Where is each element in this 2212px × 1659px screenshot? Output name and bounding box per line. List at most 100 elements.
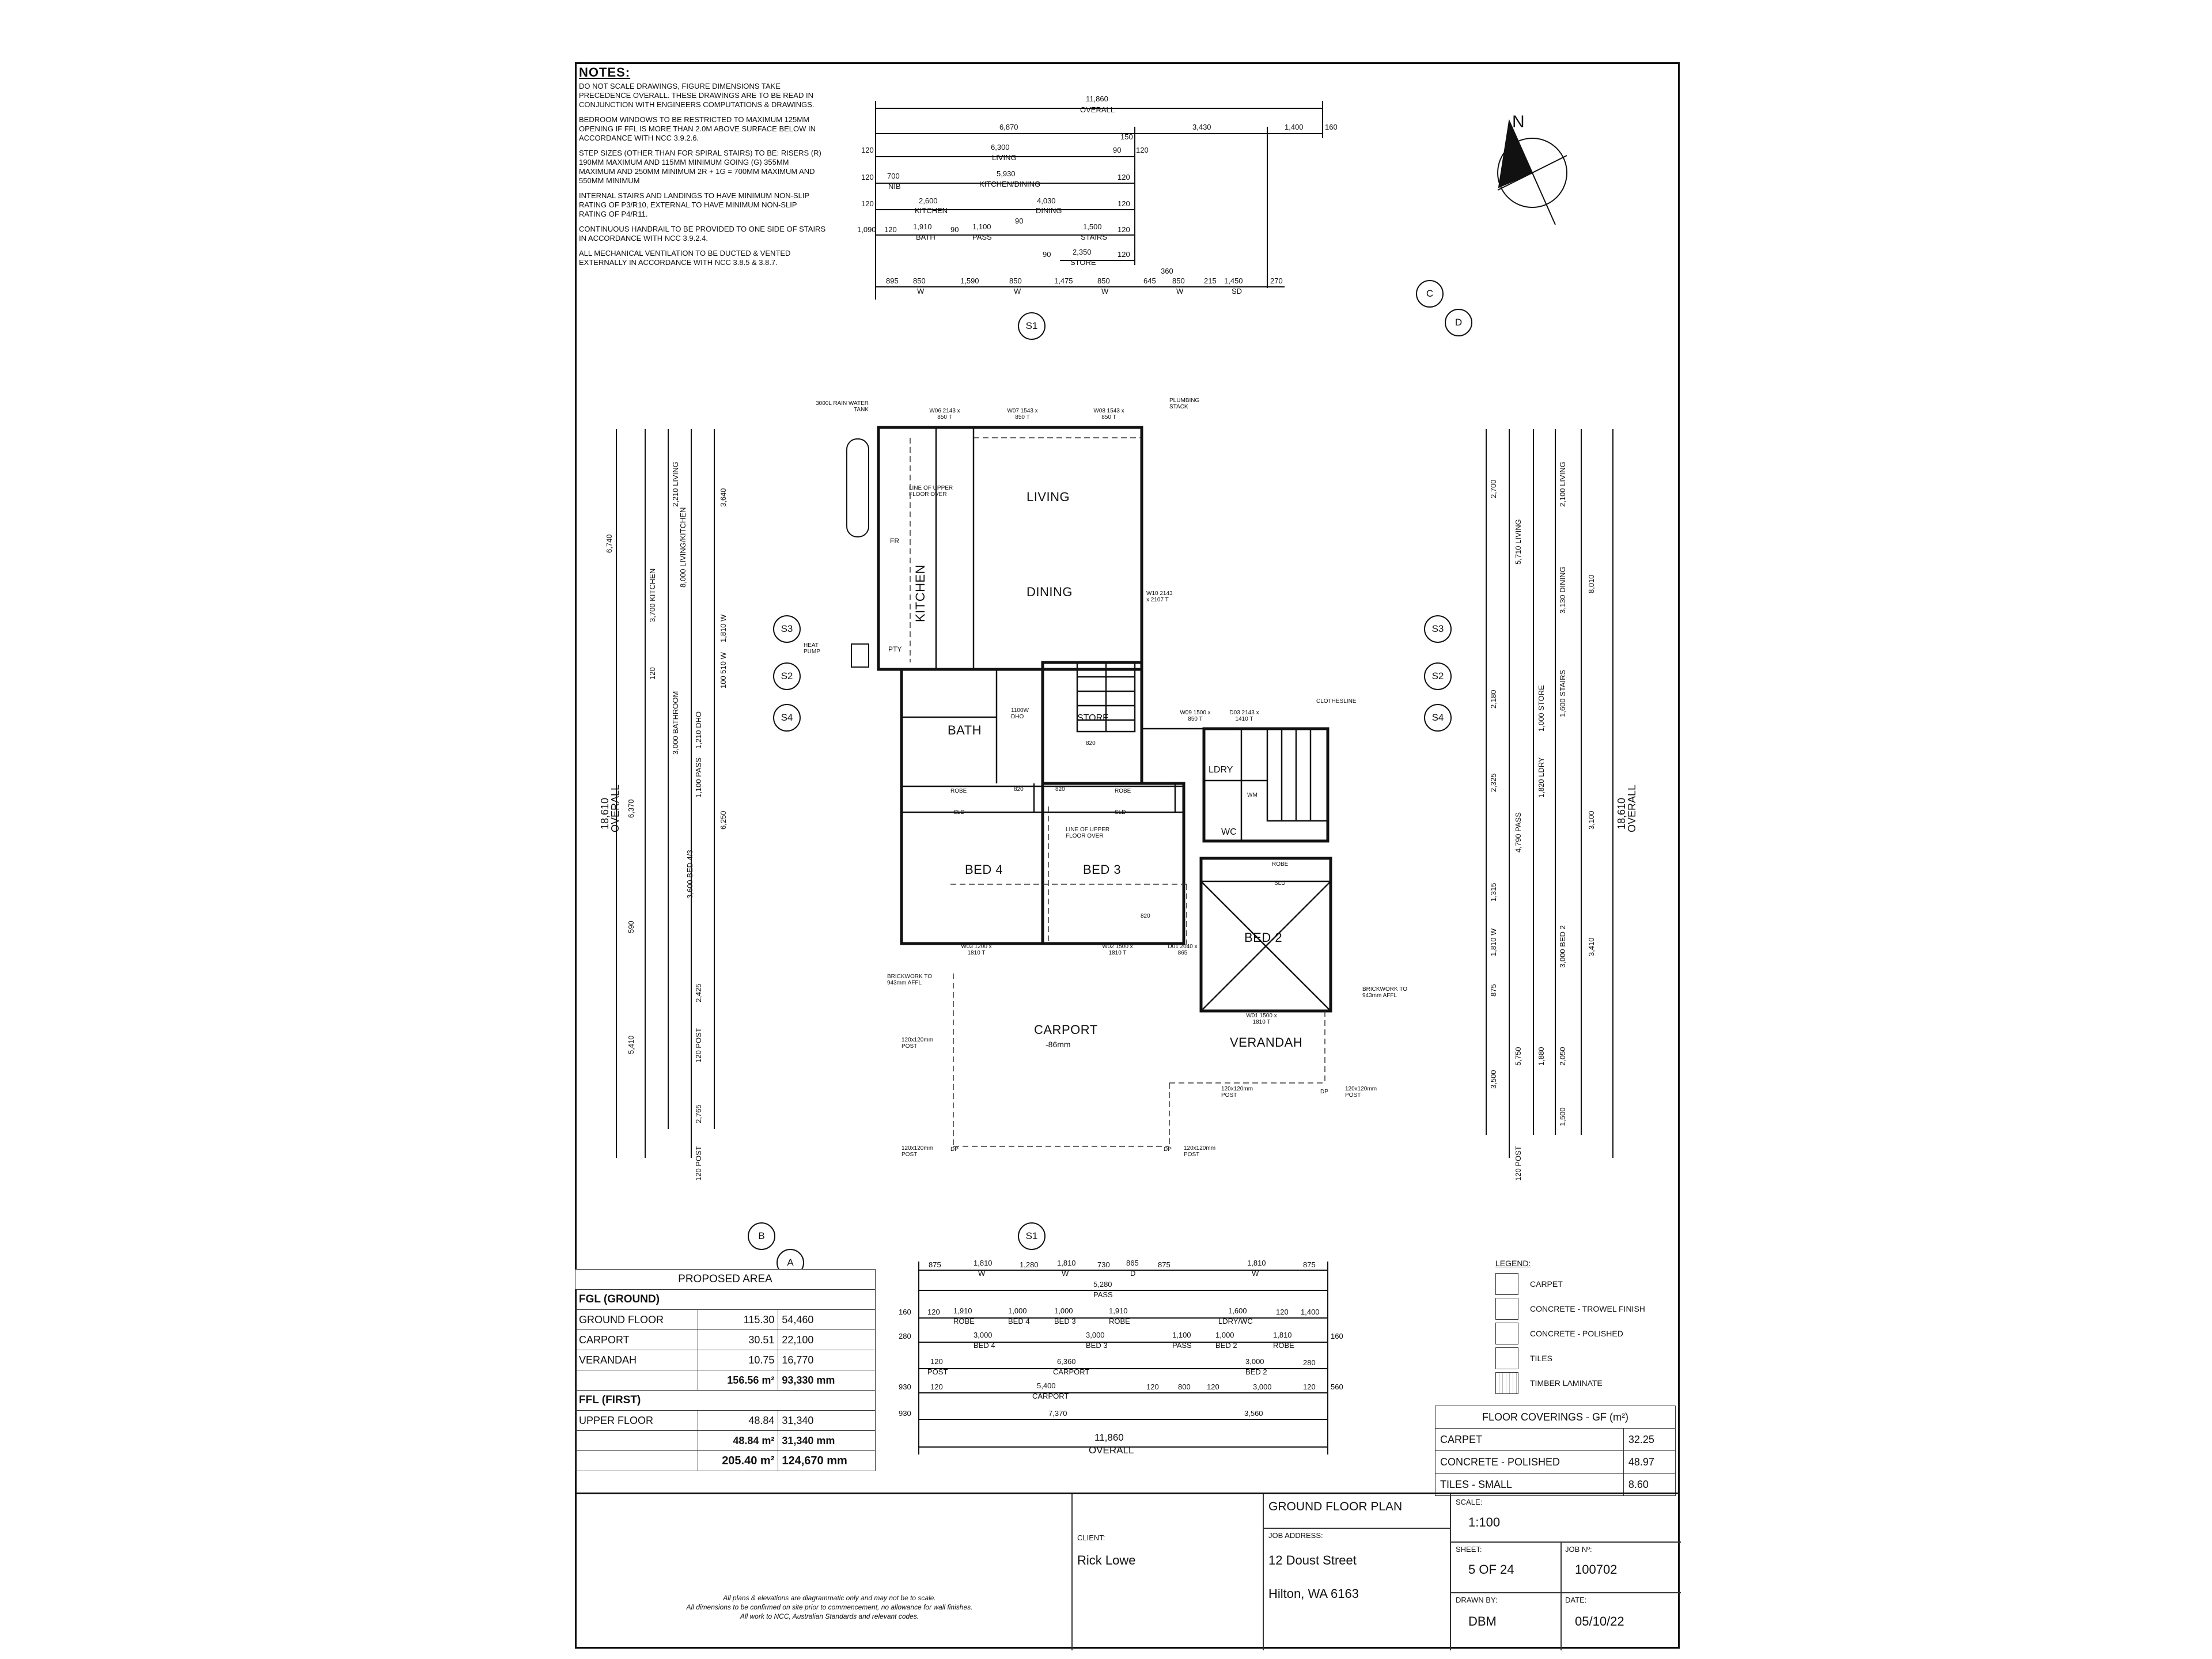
- tb-client-label: CLIENT:: [1077, 1533, 1105, 1542]
- bot-r3-ldrywc: LDRY/WC: [1218, 1317, 1253, 1325]
- proposed-area-table: PROPOSED AREA FGL (GROUND) GROUND FLOOR …: [574, 1269, 876, 1471]
- bot-r3-1400: 1,400: [1301, 1308, 1320, 1316]
- bot-r1-wc: W: [1252, 1269, 1259, 1278]
- right-dim-2325: 2,325: [1489, 773, 1498, 792]
- bot-r5-bed2: BED 2: [1245, 1368, 1267, 1376]
- top-r4-120b: 120: [1118, 199, 1130, 208]
- tb-jobno-label: JOB Nº:: [1565, 1545, 1592, 1554]
- window-w10: W10 2143 x 2107 T: [1146, 590, 1173, 603]
- disclaimer-line-1: All plans & elevations are diagrammatic …: [723, 1594, 936, 1602]
- tb-divider: [1451, 1541, 1681, 1543]
- top-r2-120b: 120: [1136, 146, 1149, 154]
- left-dim-5410: 5,410: [627, 1035, 635, 1054]
- left-dim-2425: 2,425: [694, 983, 703, 1002]
- section-tag-s4-right: S4: [1424, 704, 1452, 732]
- fc-row: TILES - SMALL 8.60: [1435, 1473, 1676, 1496]
- right-dim-1810: 1,810 W: [1489, 928, 1498, 956]
- area-row: UPPER FLOOR 48.84 31,340: [574, 1410, 876, 1431]
- area-subtotal-first-perim: 31,340 mm: [778, 1430, 876, 1451]
- bot-r4-3000a: 3,000: [974, 1331, 993, 1339]
- area-title: PROPOSED AREA: [575, 1269, 876, 1290]
- right-dim-4790: 4,790 PASS: [1514, 812, 1522, 853]
- note-6: ALL MECHANICAL VENTILATION TO BE DUCTED …: [579, 249, 791, 267]
- annot-post-2: 120x120mm POST: [902, 1145, 934, 1158]
- top-r3-5930: 5,930: [997, 169, 1016, 178]
- note-2: BEDROOM WINDOWS TO BE RESTRICTED TO MAXI…: [579, 115, 816, 142]
- section-tag-c: C: [1416, 280, 1444, 308]
- door-820-a: 820: [1014, 786, 1024, 793]
- area-row: CARPORT 30.51 22,100: [574, 1330, 876, 1350]
- room-kitchen: KITCHEN: [913, 564, 927, 622]
- right-dim-5710: 5,710 LIVING: [1514, 519, 1522, 565]
- area-grand-total-row: 205.40 m² 124,670 mm: [574, 1450, 876, 1471]
- top-r3-120: 120: [861, 173, 874, 181]
- legend-swatch-timber-laminate: [1495, 1372, 1518, 1394]
- tb-date: 05/10/22: [1575, 1614, 1624, 1628]
- top-dim-3430: 3,430: [1192, 123, 1211, 131]
- north-label: N: [1512, 112, 1525, 131]
- top-r5-pass: PASS: [972, 233, 992, 241]
- bot-r3-robe: ROBE: [953, 1317, 975, 1325]
- label-fr: FR: [890, 537, 899, 545]
- rain-tank-shape: [846, 438, 869, 537]
- bot-r3-bed3: BED 3: [1054, 1317, 1076, 1325]
- right-dim-2180: 2,180: [1489, 690, 1498, 709]
- room-store: STORE: [1077, 713, 1109, 723]
- top-r4-120: 120: [861, 199, 874, 208]
- top-r6-2350: 2,350: [1073, 248, 1092, 256]
- area-subtotal-ground-perim: 93,330 mm: [778, 1370, 876, 1391]
- right-dim-2100: 2,100 LIVING: [1558, 461, 1567, 507]
- top-r5-1910: 1,910: [913, 222, 932, 231]
- annot-brickwork-right: BRICKWORK TO 943mm AFFL: [1362, 986, 1407, 999]
- area-section-ground: FGL (GROUND): [575, 1289, 876, 1310]
- annot-post-1: 120x120mm POST: [902, 1037, 934, 1050]
- room-bath: BATH: [948, 723, 982, 737]
- top-r2-90: 90: [1113, 146, 1122, 154]
- top-r7-850c: 850: [1097, 276, 1110, 285]
- area-row-perim: 16,770: [778, 1350, 876, 1370]
- note-4: INTERNAL STAIRS AND LANDINGS TO HAVE MIN…: [579, 191, 809, 218]
- label-wm: WM: [1247, 792, 1257, 798]
- bot-r1-865: 865: [1126, 1259, 1139, 1267]
- annot-plumbing-stack: PLUMBING STACK: [1169, 397, 1200, 410]
- top-r7-wa: W: [917, 287, 925, 296]
- section-tag-s2-left: S2: [773, 662, 801, 690]
- window-w03: W03 1200 x 1810 T: [961, 944, 992, 956]
- top-r7-270: 270: [1270, 276, 1283, 285]
- tb-divider: [1264, 1528, 1451, 1529]
- bot-r3-1910: 1,910: [953, 1306, 972, 1315]
- right-dim-1315: 1,315: [1489, 882, 1498, 902]
- area-grand-total: 205.40 m²: [698, 1450, 779, 1471]
- heat-pump-shape: [851, 643, 869, 668]
- top-dim-160: 160: [1325, 123, 1338, 131]
- room-bed4: BED 4: [965, 862, 1003, 877]
- top-r7-sd: SD: [1232, 287, 1243, 296]
- fc-row: CONCRETE - POLISHED 48.97: [1435, 1450, 1676, 1474]
- top-r7-645: 645: [1143, 276, 1156, 285]
- label-robe-bed3: ROBE: [1115, 788, 1131, 794]
- notes-heading: NOTES:: [579, 65, 631, 79]
- top-r3-nib: NIB: [888, 182, 901, 191]
- legend-label: CONCRETE - TROWEL FINISH: [1530, 1304, 1645, 1313]
- area-row-label: GROUND FLOOR: [574, 1309, 699, 1330]
- bot-r1-875c: 875: [1303, 1260, 1316, 1269]
- bot-r5-post: POST: [927, 1368, 948, 1376]
- area-row-label: VERANDAH: [574, 1350, 699, 1370]
- label-sld-bed4: SLD: [953, 809, 965, 816]
- legend-label: CARPET: [1530, 1279, 1563, 1289]
- left-dim-3600: 3,600 BED 4/3: [685, 850, 694, 899]
- bot-r3-bed4: BED 4: [1008, 1317, 1030, 1325]
- area-row-area: 48.84: [698, 1410, 779, 1431]
- area-row: VERANDAH 10.75 16,770: [574, 1350, 876, 1370]
- area-row: GROUND FLOOR 115.30 54,460: [574, 1309, 876, 1330]
- section-tag-s1-bottom: S1: [1018, 1222, 1046, 1250]
- floor-coverings-table: FLOOR COVERINGS - GF (m²) CARPET 32.25 C…: [1435, 1406, 1676, 1496]
- top-r5-stairs: STAIRS: [1081, 233, 1107, 241]
- right-dim-5750: 5,750: [1514, 1047, 1522, 1066]
- bot-r4-bed3: BED 3: [1086, 1341, 1108, 1350]
- bot-r4-1810: 1,810: [1273, 1331, 1292, 1339]
- right-dim-2050: 2,050: [1558, 1047, 1567, 1066]
- bot-r1-wa: W: [978, 1269, 986, 1278]
- room-ldry: LDRY: [1209, 765, 1233, 775]
- top-r4-dining: DINING: [1036, 206, 1062, 215]
